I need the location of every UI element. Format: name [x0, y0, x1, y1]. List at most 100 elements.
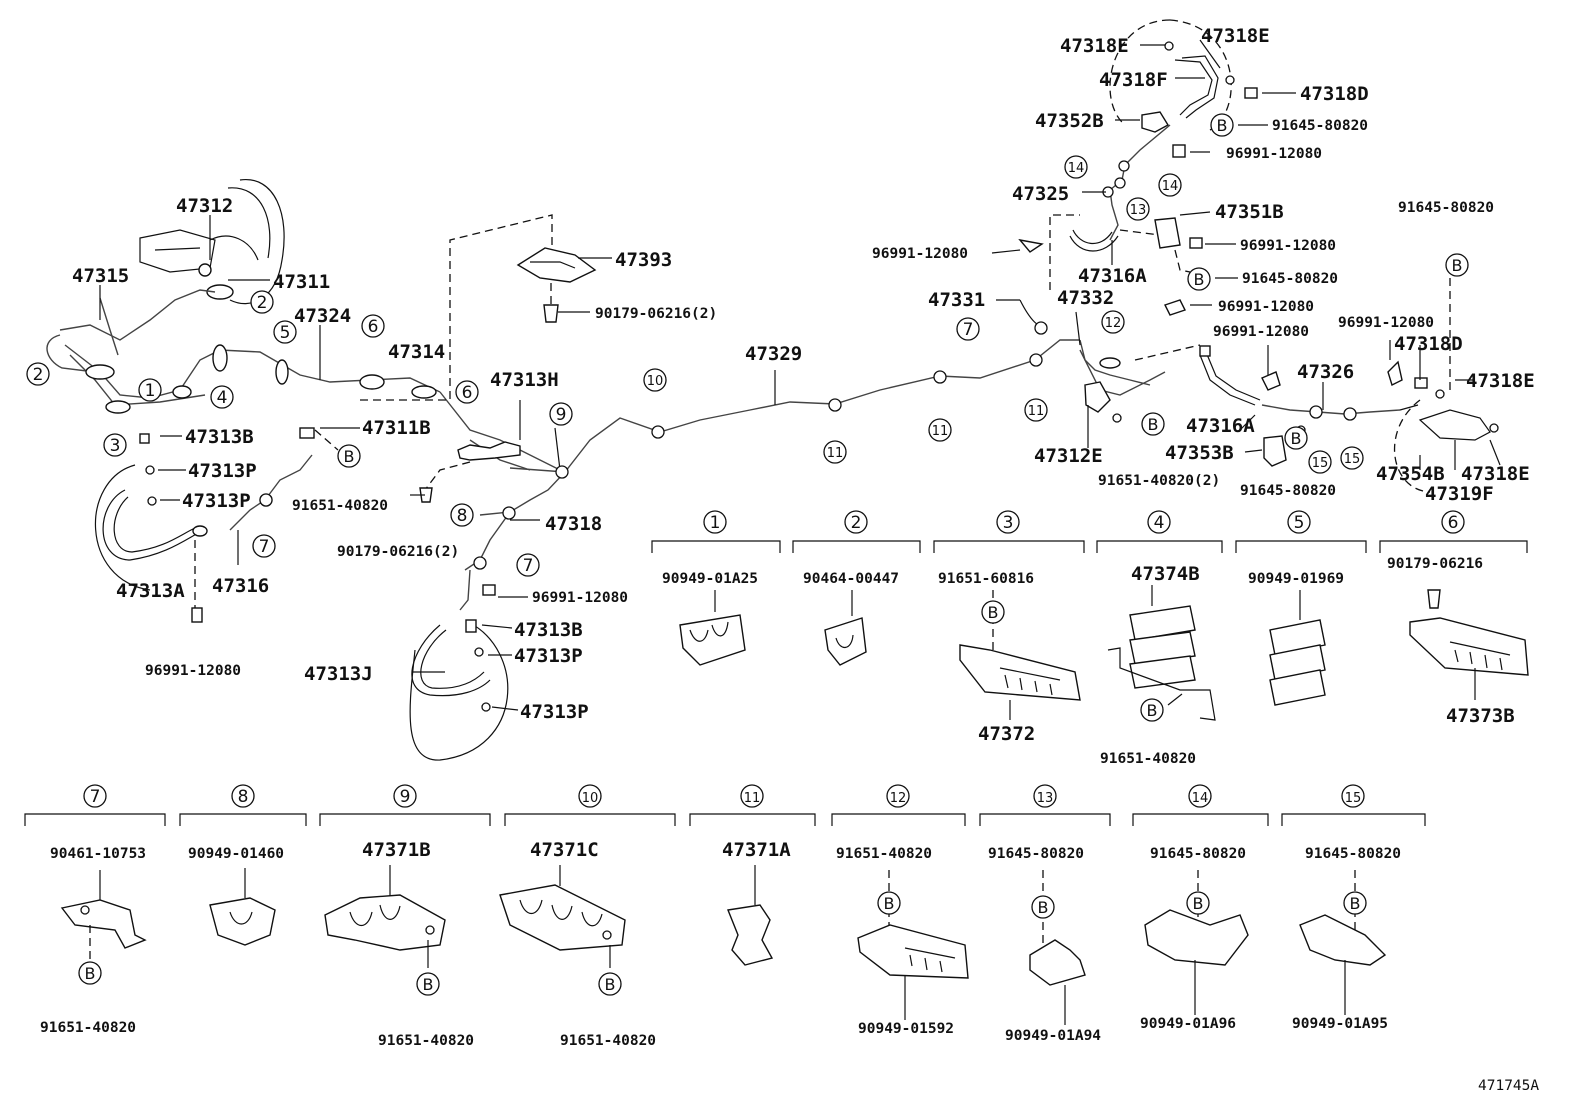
svg-text:7: 7: [523, 556, 534, 576]
svg-text:1: 1: [710, 513, 721, 533]
label-47373B: 47373B: [1446, 705, 1515, 727]
svg-text:4: 4: [1154, 513, 1165, 533]
label-47393: 47393: [615, 249, 672, 271]
label-47329: 47329: [745, 343, 802, 365]
bracket-47351B: [1018, 214, 1203, 316]
callout-7: 7: [956, 317, 980, 341]
label-90179-06216: 90179-06216: [1387, 556, 1483, 572]
label-47332: 47332: [1057, 287, 1114, 309]
svg-text:B: B: [1350, 894, 1361, 913]
label-90949-01460: 90949-01460: [188, 846, 284, 862]
svg-text:8: 8: [238, 787, 249, 807]
svg-text:B: B: [988, 603, 999, 622]
svg-text:4: 4: [217, 388, 228, 408]
label-47331: 47331: [928, 289, 985, 311]
callout-6: 6: [361, 314, 385, 338]
label-96991-12080: 96991-12080: [1338, 315, 1434, 331]
svg-text:B: B: [1193, 894, 1204, 913]
clamp-13-drawing: [1029, 870, 1086, 1025]
label-90461-10753: 90461-10753: [50, 846, 146, 862]
label-91645-80820: 91645-80820: [1398, 200, 1494, 216]
label-91645-80820: 91645-80820: [1242, 271, 1338, 287]
label-90464-00447: 90464-00447: [803, 571, 899, 587]
label-47354B: 47354B: [1376, 463, 1445, 485]
svg-text:B: B: [1452, 256, 1463, 275]
svg-text:3: 3: [1003, 513, 1014, 533]
callout-8: 8: [450, 503, 474, 527]
label-96991-12080: 96991-12080: [1218, 299, 1314, 315]
callout-9: 9: [549, 402, 573, 426]
svg-text:B: B: [1291, 429, 1302, 448]
label-90179-06216-2: 90179-06216(2): [337, 544, 459, 560]
svg-text:B: B: [605, 975, 616, 994]
bracket-47313H: [419, 441, 521, 503]
group-brackets: [24, 540, 1528, 826]
svg-text:12: 12: [1105, 316, 1122, 331]
label-91651-40820: 91651-40820: [836, 846, 932, 862]
callout-6: 6: [1441, 510, 1465, 534]
svg-text:1: 1: [145, 381, 156, 401]
label-47318E: 47318E: [1466, 370, 1535, 392]
svg-text:B: B: [1038, 898, 1049, 917]
callout-9: 9: [393, 784, 417, 808]
label-91651-40820: 91651-40820: [378, 1033, 474, 1049]
callout-10: 10: [643, 368, 667, 392]
label-96991-12080: 96991-12080: [872, 246, 968, 262]
leader-lines: [99, 39, 1501, 711]
label-90179-06216-2: 90179-06216(2): [595, 306, 717, 322]
rear-right-hose: [1387, 265, 1499, 493]
label-90949-01969: 90949-01969: [1248, 571, 1344, 587]
clamp-12-drawing: [857, 870, 969, 1020]
clamp-5-drawing: [1269, 590, 1326, 706]
brake-hose-47313A: [95, 433, 208, 623]
label-47319F: 47319F: [1425, 483, 1494, 505]
label-47313P: 47313P: [182, 490, 251, 512]
callout-2: 2: [250, 290, 274, 314]
callout-15: 15: [1340, 446, 1364, 470]
label-47313P: 47313P: [520, 701, 589, 723]
svg-text:B: B: [1148, 415, 1159, 434]
callout-3: 3: [996, 510, 1020, 534]
callout-3: 3: [103, 433, 127, 457]
svg-text:15: 15: [1312, 456, 1329, 471]
svg-text:2: 2: [257, 293, 268, 313]
label-47316A: 47316A: [1186, 415, 1255, 437]
label-47324: 47324: [294, 305, 351, 327]
label-47316A: 47316A: [1078, 265, 1147, 287]
label-47313P: 47313P: [188, 460, 257, 482]
label-47318E: 47318E: [1201, 25, 1270, 47]
label-47318D: 47318D: [1300, 83, 1369, 105]
svg-text:3: 3: [110, 436, 121, 456]
label-47314: 47314: [388, 341, 445, 363]
callout-1: 1: [138, 378, 162, 402]
rear-junction: [1019, 299, 1201, 423]
svg-text:B: B: [85, 964, 96, 983]
callout-5: 5: [273, 320, 297, 344]
svg-text:12: 12: [890, 791, 907, 806]
label-91651-40820: 91651-40820: [560, 1033, 656, 1049]
callout-2: 2: [26, 362, 50, 386]
callout-4: 4: [210, 385, 234, 409]
label-91651-60816: 91651-60816: [938, 571, 1034, 587]
callout-1: 1: [703, 510, 727, 534]
label-96991-12080: 96991-12080: [1240, 238, 1336, 254]
clamp-10-drawing: [499, 865, 626, 968]
label-47318E: 47318E: [1060, 35, 1129, 57]
svg-text:14: 14: [1192, 791, 1209, 806]
callout-12: 12: [1101, 310, 1125, 334]
svg-text:B: B: [423, 975, 434, 994]
label-47318F: 47318F: [1099, 69, 1168, 91]
label-96991-12080: 96991-12080: [1226, 146, 1322, 162]
label-91645-80820: 91645-80820: [1272, 118, 1368, 134]
svg-text:13: 13: [1130, 203, 1147, 218]
svg-text:B: B: [344, 447, 355, 466]
label-47351B: 47351B: [1215, 201, 1284, 223]
callout-5: 5: [1287, 510, 1311, 534]
svg-text:B: B: [884, 894, 895, 913]
callout-8: 8: [231, 784, 255, 808]
label-91645-80820: 91645-80820: [1150, 846, 1246, 862]
callout-12: 12: [886, 784, 910, 808]
clamp-7-drawing: [60, 870, 147, 960]
